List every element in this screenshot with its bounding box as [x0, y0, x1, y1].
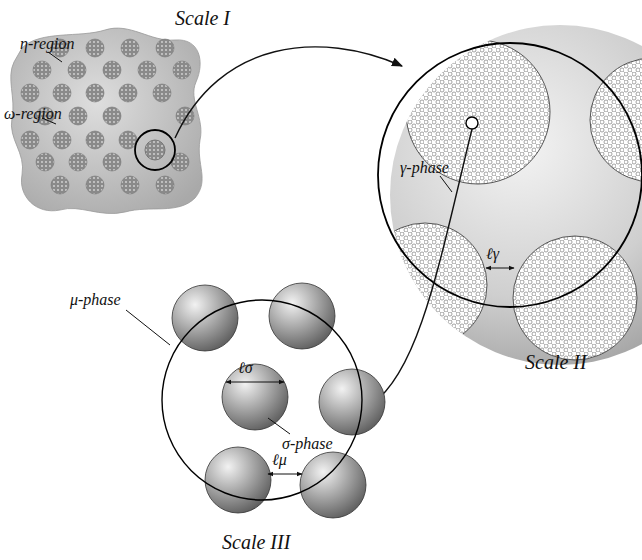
phase-label: σ-phase — [282, 436, 333, 452]
length-label: ℓμ — [272, 452, 287, 468]
omega-inclusion — [103, 107, 121, 125]
sigma-sphere — [319, 369, 385, 435]
dimension-arrow — [486, 268, 514, 269]
leader-line — [126, 310, 170, 345]
omega-inclusion — [156, 39, 174, 57]
dimension-arrow — [268, 474, 302, 475]
omega-cluster — [513, 236, 637, 360]
omega-inclusion — [69, 107, 87, 125]
omega-inclusion — [36, 153, 54, 171]
length-label: ℓσ — [238, 360, 253, 376]
sigma-sphere — [269, 283, 335, 349]
region-label: ω-region — [4, 106, 62, 122]
sigma-sphere — [300, 452, 366, 518]
omega-inclusion — [51, 176, 69, 194]
omega-inclusion — [86, 131, 104, 149]
sigma-sphere — [205, 447, 271, 513]
scale-title: Scale I — [175, 8, 230, 28]
zoom-circle — [466, 117, 478, 129]
gamma-sphere — [390, 25, 642, 365]
leader-line — [440, 176, 452, 192]
zoom-circle — [135, 130, 175, 170]
sigma-sphere — [222, 364, 288, 430]
length-label: ℓγ — [486, 246, 499, 262]
omega-inclusion — [145, 140, 165, 160]
omega-inclusion — [119, 131, 137, 149]
omega-inclusion — [53, 131, 71, 149]
zoom-arrow — [372, 129, 472, 404]
zoom-circle — [162, 300, 362, 500]
omega-inclusion — [86, 176, 104, 194]
scale-title: Scale II — [525, 352, 587, 372]
omega-inclusion — [173, 61, 191, 79]
phase-label: γ-phase — [400, 160, 449, 176]
zoom-arrow — [175, 47, 402, 138]
omega-inclusion — [156, 176, 174, 194]
region-label: η-region — [20, 36, 74, 52]
omega-inclusion — [86, 84, 104, 102]
omega-inclusion — [103, 153, 121, 171]
omega-inclusion — [53, 84, 71, 102]
omega-inclusion — [33, 61, 51, 79]
leader-line — [268, 418, 290, 434]
omega-inclusion — [121, 39, 139, 57]
omega-inclusion — [21, 131, 39, 149]
phase-label: μ-phase — [70, 292, 121, 308]
omega-inclusion — [138, 61, 156, 79]
omega-inclusion — [68, 61, 86, 79]
omega-cluster — [363, 223, 487, 347]
omega-inclusion — [119, 84, 137, 102]
scale-title: Scale III — [222, 532, 290, 552]
omega-inclusion — [21, 84, 39, 102]
omega-inclusion — [86, 39, 104, 57]
omega-inclusion — [121, 176, 139, 194]
omega-inclusion — [103, 61, 121, 79]
dimension-arrow — [226, 382, 284, 383]
leader-line — [48, 52, 62, 62]
omega-inclusion — [153, 84, 171, 102]
zoom-circle — [378, 43, 642, 307]
omega-inclusion — [69, 153, 87, 171]
